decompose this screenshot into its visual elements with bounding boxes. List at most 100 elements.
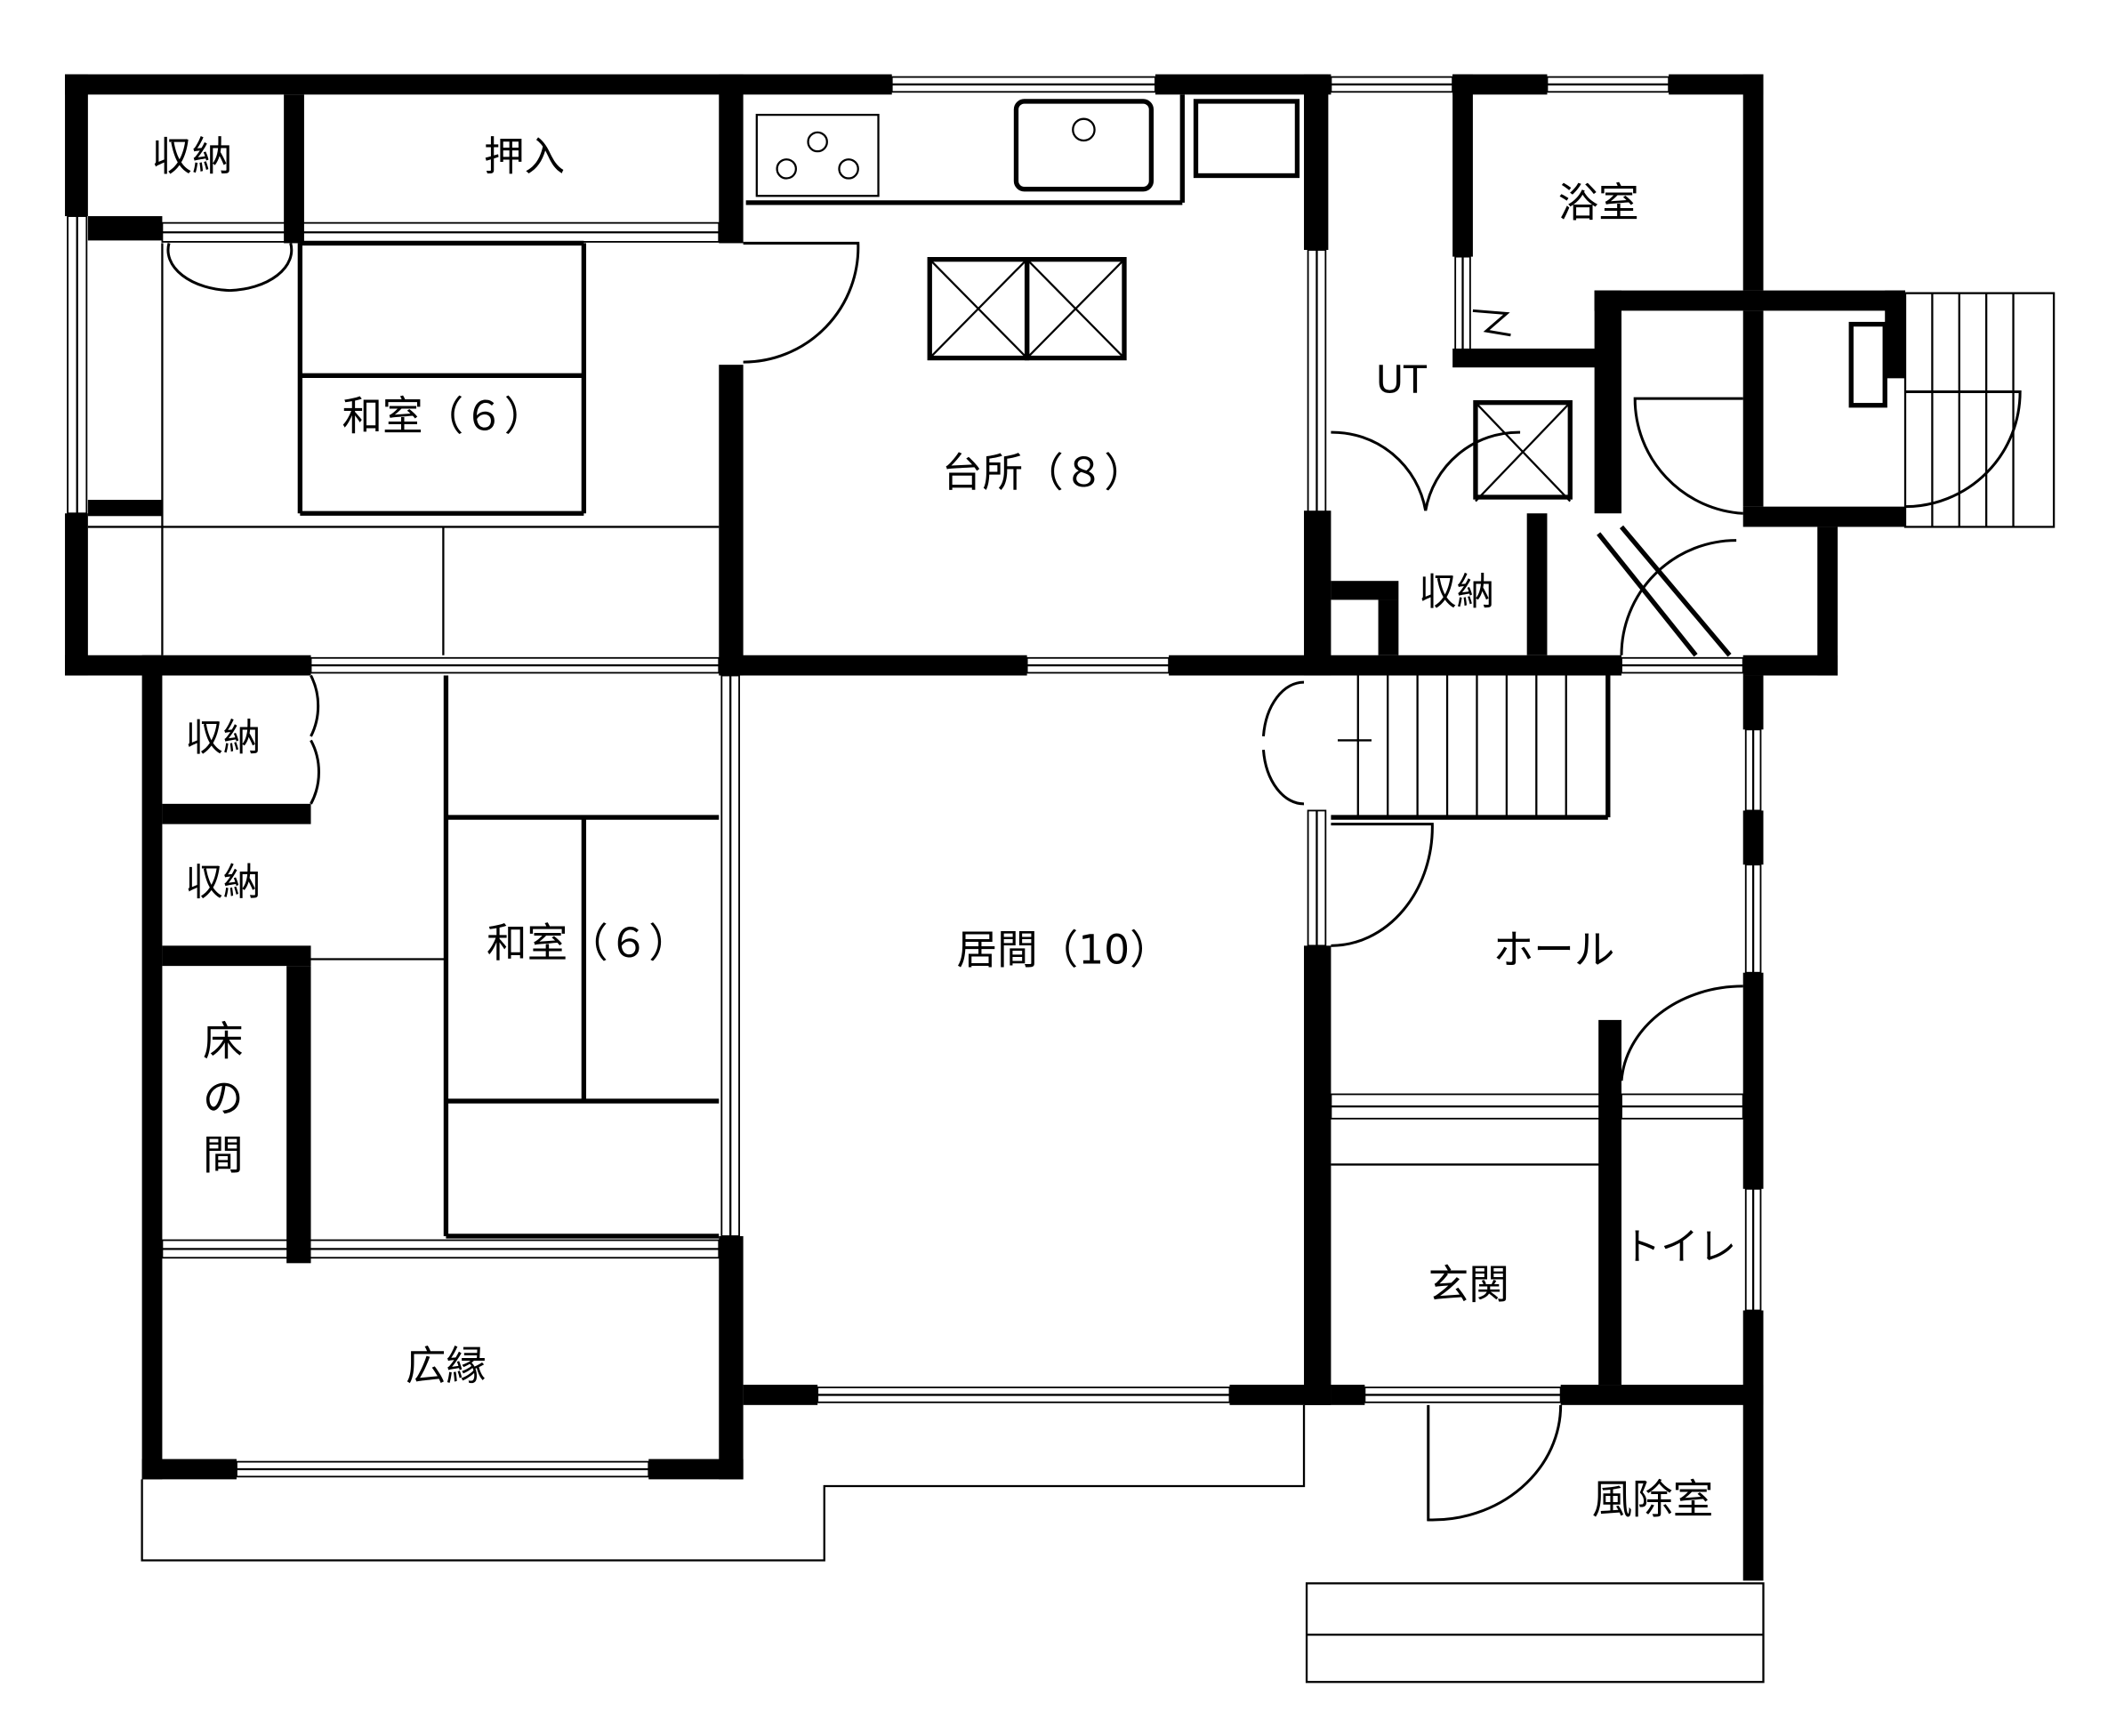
wall-segment bbox=[1560, 1385, 1764, 1405]
wall-segment bbox=[1885, 290, 1906, 379]
wall-segment bbox=[286, 966, 311, 1264]
walls bbox=[65, 74, 1906, 1581]
wall-segment bbox=[65, 74, 892, 95]
label-oshiire: 押入 bbox=[484, 133, 565, 181]
wall-segment bbox=[648, 1459, 744, 1480]
door-swing bbox=[743, 241, 860, 364]
wall-segment bbox=[141, 655, 163, 1480]
wall-segment bbox=[1742, 74, 1764, 291]
burner-icon bbox=[807, 131, 828, 153]
door-swing bbox=[166, 243, 294, 293]
counter-icon bbox=[1193, 99, 1300, 179]
door-swing bbox=[1427, 1404, 1563, 1522]
label-windbreak-room: 風除室 bbox=[1592, 1476, 1714, 1523]
label-washitsu-upper: 和室（６） bbox=[342, 392, 544, 439]
label-storage-left-2: 収納 bbox=[185, 861, 261, 904]
label-living: 居間（10） bbox=[957, 926, 1171, 973]
cross-mark bbox=[1475, 401, 1572, 502]
fixtures bbox=[755, 99, 1887, 502]
interior-line bbox=[1619, 525, 1732, 657]
wall-segment bbox=[1742, 310, 1764, 507]
wall-segment bbox=[729, 655, 1027, 676]
label-entrance: 玄関 bbox=[1428, 1261, 1509, 1308]
interior-lines bbox=[87, 94, 2056, 1239]
wall-segment bbox=[1742, 675, 1764, 730]
cross-mark bbox=[1026, 258, 1125, 359]
wall-segment bbox=[1169, 655, 1622, 676]
wall-segment bbox=[1304, 74, 1329, 251]
door-swing bbox=[1620, 539, 1737, 655]
label-kitchen: 台所（８） bbox=[942, 449, 1145, 496]
entrance-step bbox=[1305, 1582, 1765, 1684]
door-swing bbox=[1633, 397, 1743, 515]
label-veranda: 広縁 bbox=[406, 1342, 487, 1389]
wall-segment bbox=[1452, 348, 1622, 368]
wall-segment bbox=[1378, 599, 1399, 655]
burner-icon bbox=[838, 158, 859, 180]
wall-segment bbox=[719, 74, 744, 244]
door-swing bbox=[1472, 309, 1511, 337]
burner-icon bbox=[776, 158, 797, 180]
label-tokonoma-2: の bbox=[203, 1075, 244, 1122]
kitchen-table-icon bbox=[1024, 257, 1127, 361]
wall-segment bbox=[162, 945, 311, 967]
wall-segment bbox=[1742, 972, 1764, 1189]
label-washitsu-lower: 和室（６） bbox=[487, 920, 689, 967]
wall-segment bbox=[1742, 1310, 1764, 1581]
door-swing bbox=[1331, 430, 1521, 511]
wall-segment bbox=[87, 216, 163, 241]
exterior-stairs bbox=[1903, 292, 2056, 528]
washer-icon bbox=[1473, 400, 1573, 500]
wall-segment bbox=[87, 500, 163, 517]
wall-segment bbox=[1304, 510, 1332, 676]
wall-segment bbox=[1155, 74, 1332, 95]
veranda-deck-outline bbox=[141, 1404, 1306, 1562]
wall-segment bbox=[719, 1235, 744, 1480]
cross-mark bbox=[929, 258, 1028, 359]
annex-stove-icon bbox=[1848, 321, 1887, 408]
wall-segment bbox=[65, 655, 311, 676]
label-storage-top-left: 収納 bbox=[151, 133, 232, 181]
label-tokonoma-3: 間 bbox=[203, 1131, 244, 1178]
drain-icon bbox=[1072, 117, 1096, 142]
wall-segment bbox=[1594, 290, 1622, 514]
wall-segment bbox=[1452, 74, 1548, 95]
label-tokonoma-1: 床 bbox=[203, 1018, 244, 1065]
label-utility: UT bbox=[1376, 358, 1428, 402]
doors bbox=[166, 241, 2022, 1522]
door-swing bbox=[1261, 680, 1305, 806]
door-swing bbox=[1331, 823, 1434, 947]
wall-segment bbox=[1594, 290, 1906, 311]
door-swing bbox=[1620, 985, 1743, 1081]
stove-icon bbox=[755, 113, 880, 197]
wall-segment bbox=[162, 803, 311, 824]
wall-segment bbox=[743, 1385, 818, 1405]
wall-segment bbox=[1742, 810, 1764, 865]
wall-segment bbox=[1331, 1385, 1365, 1405]
wall-segment bbox=[1669, 74, 1764, 95]
wall-segment bbox=[1526, 513, 1548, 655]
wall-segment bbox=[1598, 1019, 1622, 1386]
label-toilet: トイレ bbox=[1623, 1226, 1737, 1270]
wall-segment bbox=[284, 94, 304, 244]
sink-icon bbox=[1013, 99, 1155, 192]
wall-segment bbox=[65, 513, 88, 676]
interior-line bbox=[1597, 532, 1698, 657]
wall-segment bbox=[1331, 581, 1399, 600]
door-swing bbox=[310, 674, 320, 805]
label-storage-left-1: 収納 bbox=[185, 717, 261, 760]
wall-segment bbox=[1742, 655, 1838, 676]
label-hall: ホール bbox=[1493, 926, 1615, 973]
porch-outline bbox=[141, 1404, 1765, 1684]
door-swing bbox=[1905, 390, 2022, 509]
room-labels: 収納 押入 和室（６） 台所（８） 浴室 UT 収納 収納 収納 床 の 間 和… bbox=[151, 133, 1736, 1523]
wall-segment bbox=[1742, 506, 1906, 527]
wall-segment bbox=[719, 365, 744, 676]
label-storage-utility: 収納 bbox=[1419, 571, 1494, 615]
wall-segment bbox=[1817, 526, 1838, 676]
label-bathroom: 浴室 bbox=[1558, 179, 1639, 226]
wall-segment bbox=[65, 74, 88, 217]
wall-segment bbox=[1304, 945, 1332, 1405]
wall-segment bbox=[1452, 74, 1473, 257]
